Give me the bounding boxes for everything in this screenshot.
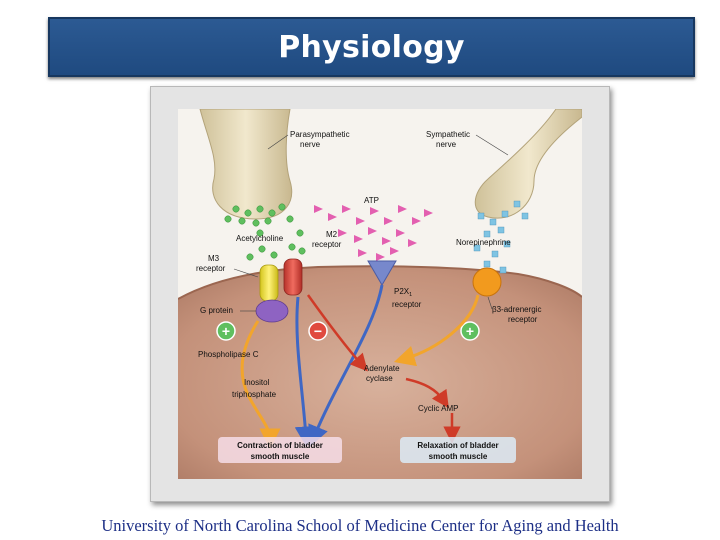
- sympathetic-nerve-terminal: [474, 109, 582, 219]
- stimulation-sign-left: +: [216, 321, 236, 341]
- parasympathetic-label: Parasympathetic: [290, 130, 350, 139]
- sympathetic-label: Sympathetic: [426, 130, 470, 139]
- arrow-adenylate-to-camp: [405, 377, 449, 409]
- m3-receptor: [259, 264, 279, 302]
- arrow-g-protein-to-contraction: [240, 320, 281, 450]
- arrow-beta-to-adenylate: [393, 294, 480, 367]
- atp-label: ATP: [364, 196, 379, 205]
- footer-credit: University of North Carolina School of M…: [101, 516, 619, 535]
- atp-molecules: [314, 205, 433, 261]
- phospholipase-label: Phospholipase C: [198, 350, 259, 359]
- sympathetic-pointer: [475, 134, 509, 156]
- sympathetic-label-2: nerve: [436, 140, 457, 149]
- beta3-adrenergic-receptor: [472, 267, 502, 297]
- p2x-label-2: receptor: [392, 300, 422, 309]
- relaxation-label-2: smooth muscle: [429, 452, 488, 461]
- parasympathetic-pointer: [267, 134, 289, 150]
- adenylate-label: Adenylate: [364, 364, 400, 373]
- parasympathetic-nerve-terminal: [199, 109, 293, 220]
- m3-label-2: receptor: [196, 264, 226, 273]
- arrow-m2-to-contraction: [294, 296, 316, 448]
- p2x-label: P2X1: [394, 287, 412, 298]
- adenylate-label-2: cyclase: [366, 374, 393, 383]
- g-protein-label: G protein: [200, 306, 233, 315]
- contraction-label: Contraction of bladder: [237, 441, 323, 450]
- contraction-highlight: [218, 437, 342, 463]
- m2-label-2: receptor: [312, 240, 342, 249]
- contraction-label-2: smooth muscle: [251, 452, 310, 461]
- m2-label: M2: [326, 230, 338, 239]
- g-protein: [255, 299, 289, 323]
- m3-pointer: [233, 268, 259, 278]
- inositol-label: Inositol: [244, 378, 270, 387]
- bladder-physiology-diagram: Parasympathetic nerve Sympathetic nerve …: [178, 109, 582, 479]
- cell-membrane: [178, 265, 582, 300]
- acetylcholine-label: Acetylcholine: [236, 234, 284, 243]
- beta-pointer: [487, 296, 493, 310]
- svg-text:+: +: [466, 323, 474, 339]
- svg-text:+: +: [222, 323, 230, 339]
- beta-adrenergic-label-2: receptor: [508, 315, 538, 324]
- acetylcholine-molecules: [224, 203, 306, 261]
- beta-adrenergic-label: β3-adrenergic: [492, 305, 542, 314]
- norepinephrine-label: Norepinephrine: [456, 238, 511, 247]
- relaxation-label: Relaxation of bladder: [417, 441, 498, 450]
- stimulation-sign-right: +: [460, 321, 480, 341]
- inhibition-sign: −: [308, 321, 328, 341]
- m2-receptor: [283, 258, 303, 296]
- arrow-m2-inhibits-adenylate: [306, 294, 368, 372]
- norepinephrine-molecules: [473, 200, 529, 274]
- parasympathetic-label-2: nerve: [300, 140, 321, 149]
- slide-title: Physiology: [278, 29, 465, 65]
- m3-label: M3: [208, 254, 220, 263]
- p2x-receptor: [367, 260, 397, 286]
- svg-text:−: −: [314, 323, 322, 339]
- relaxation-highlight: [400, 437, 516, 463]
- title-bar: Physiology: [48, 17, 695, 77]
- cyclic-amp-label: Cyclic AMP: [418, 404, 458, 413]
- inositol-label-2: triphosphate: [232, 390, 277, 399]
